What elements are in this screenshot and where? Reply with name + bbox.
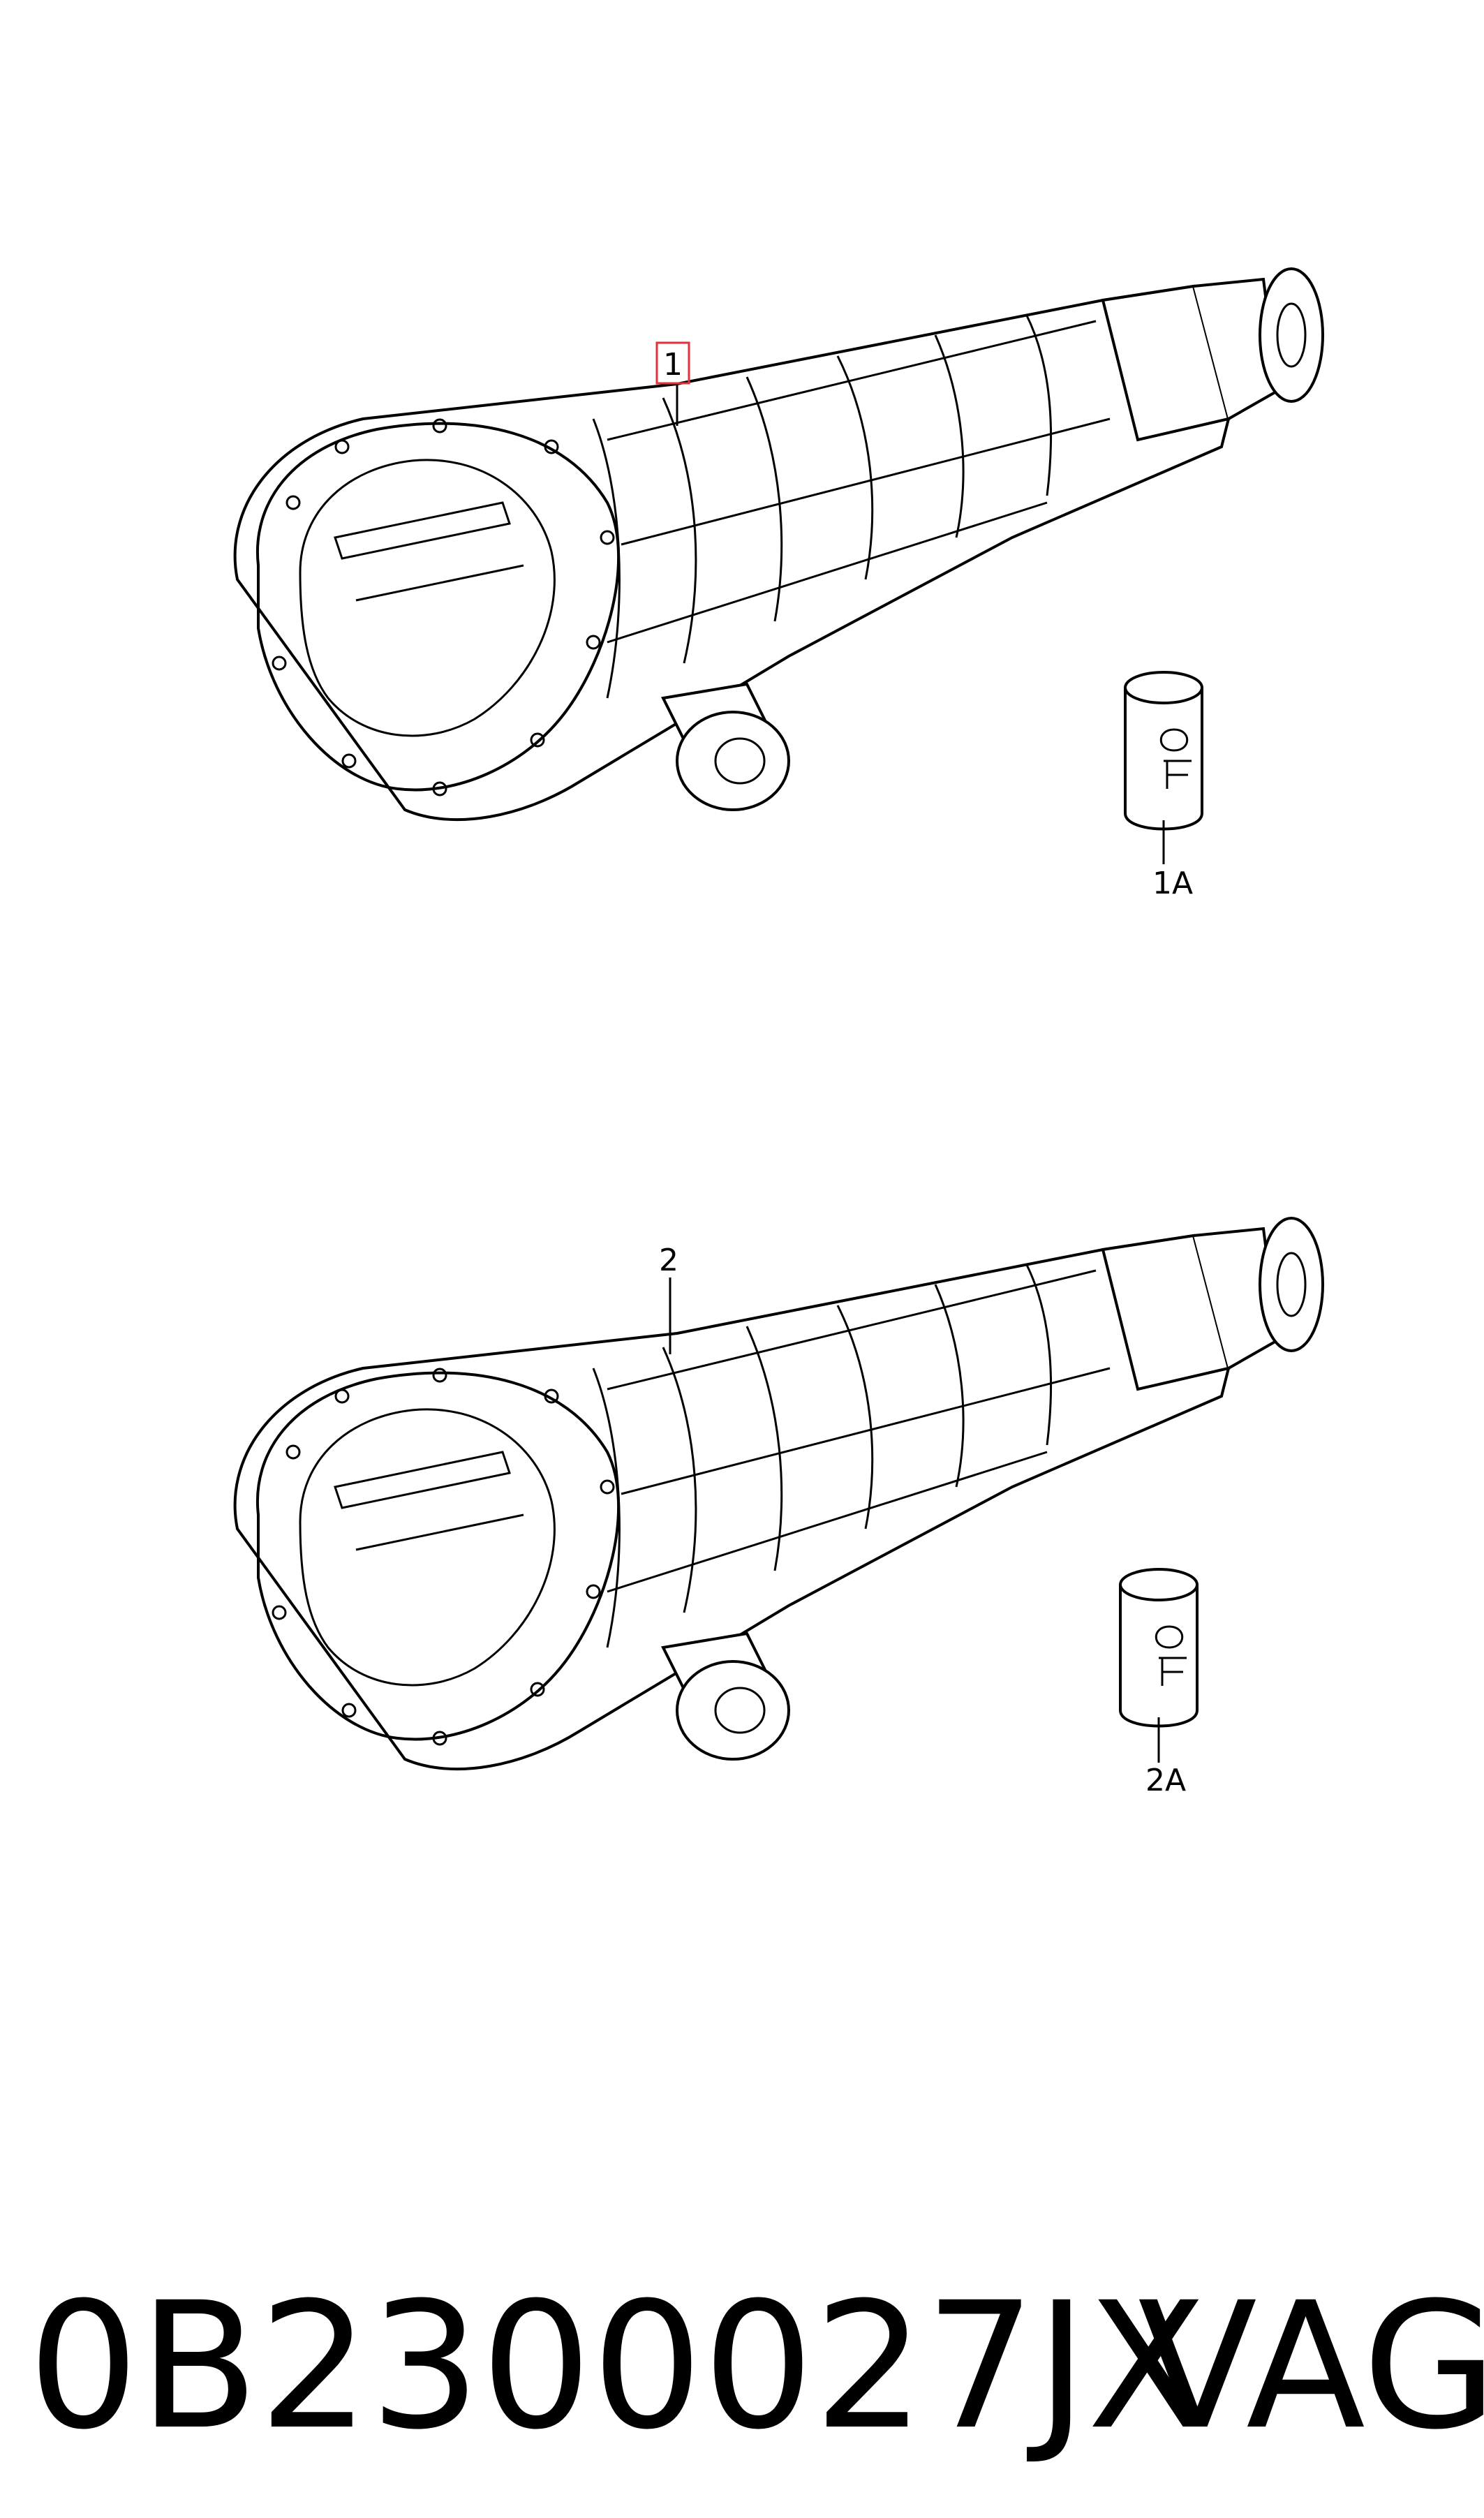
callout-1-highlight xyxy=(655,341,690,385)
part-number: 0B2300027JX xyxy=(28,2265,1207,2468)
oil-filter-illustration-2a xyxy=(1119,1568,1199,1728)
callout-1[interactable]: 1 xyxy=(663,347,683,383)
callout-2[interactable]: 2 xyxy=(659,1243,678,1278)
oil-filter-illustration-1a xyxy=(1124,671,1203,831)
brand-label: VAG xyxy=(1138,2265,1484,2468)
callout-2a[interactable]: 2A xyxy=(1145,1763,1186,1798)
callout-1a[interactable]: 1A xyxy=(1152,866,1193,901)
